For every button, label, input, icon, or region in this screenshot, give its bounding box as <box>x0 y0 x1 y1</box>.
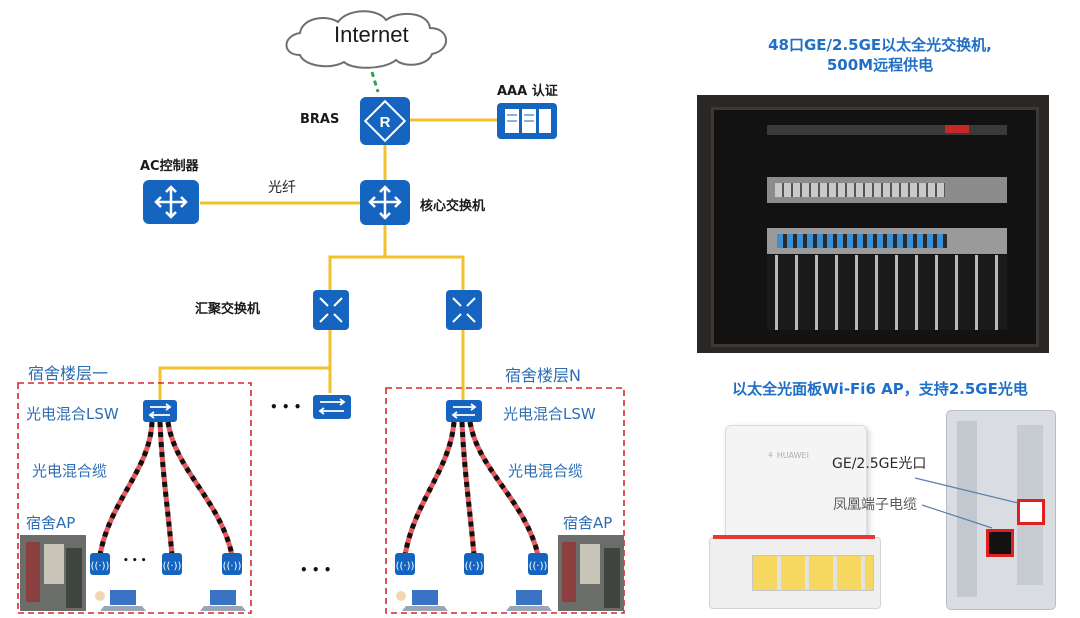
wifi-ap-icon: ((·)) <box>162 553 182 575</box>
router-icon: R <box>360 97 410 145</box>
lsw-switch-icon <box>143 400 177 422</box>
lsw-left-label: 光电混合LSW <box>26 405 119 423</box>
ap-backplate-photo <box>946 410 1056 610</box>
topology-diagram: R <box>17 10 625 614</box>
cable-label: 凤凰端子电缆 <box>833 497 917 513</box>
dorm-photo <box>558 535 624 611</box>
laptop-icon <box>200 590 246 611</box>
cable-left-label: 光电混合缆 <box>32 462 108 480</box>
server-icon <box>497 103 557 139</box>
laptop-icon <box>396 590 448 611</box>
svg-text:R: R <box>380 114 391 131</box>
internet-label: Internet <box>334 22 409 47</box>
ap-device-photo: ⚘ HUAWEI <box>707 417 887 612</box>
wifi-ap-icon: ((·)) <box>528 553 548 575</box>
wifi-ap-icon: ((·)) <box>90 553 110 575</box>
lsw-switch-icon <box>446 400 482 422</box>
aggregation-switch-icon <box>313 290 349 330</box>
svg-text:((·)): ((·)) <box>223 561 242 572</box>
ac-controller-icon <box>143 180 199 224</box>
aaa-label: AAA 认证 <box>497 84 558 99</box>
core-switch-icon <box>360 180 410 225</box>
wifi-ap-icon: ((·)) <box>395 553 415 575</box>
port-label: GE/2.5GE光口 <box>832 456 927 472</box>
ellipsis-floors: • • • <box>270 400 302 414</box>
ap-caption: 以太全光面板Wi-Fi6 AP，支持2.5GE光电 <box>732 380 1028 398</box>
ap-right-label: 宿舍AP <box>563 514 613 532</box>
svg-text:((·)): ((·)) <box>91 561 110 572</box>
fiber-label: 光纤 <box>268 180 296 196</box>
hybrid-cables-right <box>402 421 541 556</box>
lsw-right-label: 光电混合LSW <box>503 405 596 423</box>
switch-caption-line2: 500M远程供电 <box>826 56 934 74</box>
ellipsis-ap: • • • <box>123 556 147 566</box>
svg-text:((·)): ((·)) <box>465 561 484 572</box>
floorN-box <box>385 387 625 614</box>
ap-left-label: 宿舍AP <box>26 514 76 532</box>
lsw-switch-icon <box>313 395 351 419</box>
annotation-lines <box>914 477 1019 529</box>
wifi-ap-icon: ((·)) <box>464 553 484 575</box>
laptop-icon <box>506 590 552 611</box>
svg-text:((·)): ((·)) <box>163 561 182 572</box>
svg-text:((·)): ((·)) <box>396 561 415 572</box>
aggregation-label: 汇聚交换机 <box>195 302 261 317</box>
floor1-box <box>17 382 252 614</box>
internet-link <box>370 71 380 93</box>
core-switch-label: 核心交换机 <box>420 199 486 214</box>
hybrid-cables-left <box>97 421 235 556</box>
cloud-icon <box>285 10 447 69</box>
wifi-ap-icon: ((·)) <box>222 553 242 575</box>
bras-label: BRAS <box>300 112 340 127</box>
cable-right-label: 光电混合缆 <box>508 462 584 480</box>
floor1-label: 宿舍楼层一 <box>28 364 109 383</box>
svg-text:((·)): ((·)) <box>529 561 548 572</box>
floorN-label: 宿舍楼层N <box>505 366 581 385</box>
dorm-photo <box>20 535 86 611</box>
laptop-icon <box>95 590 146 611</box>
switch-caption-line1: 48口GE/2.5GE以太全光交换机, <box>768 36 992 54</box>
ac-label: AC控制器 <box>140 159 199 174</box>
aggregation-switch-icon <box>446 290 482 330</box>
yellow-links <box>158 118 497 400</box>
switch-cabinet-photo <box>697 95 1049 353</box>
ellipsis-bottom: • • • <box>300 563 332 577</box>
